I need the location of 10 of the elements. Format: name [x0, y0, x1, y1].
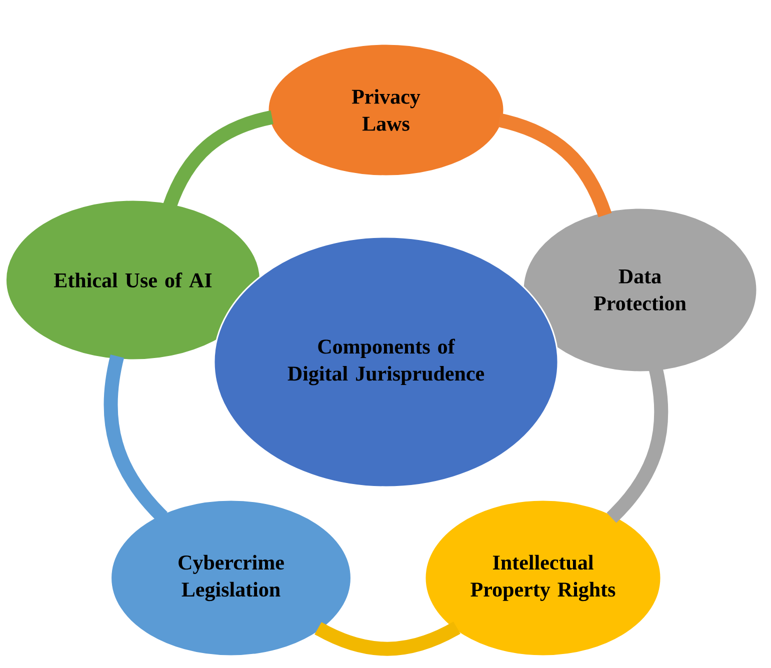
- ellipse-node: Data Protection: [522, 207, 758, 373]
- ellipse-node: Components of Digital Jurisprudence: [213, 236, 559, 488]
- ellipse-node: Ethical Use of AI: [4, 199, 262, 361]
- ellipse-node: Privacy Laws: [267, 43, 505, 177]
- ring-segment: [314, 622, 460, 656]
- ring-segment: [104, 354, 168, 522]
- ellipse-node: Intellectual Property Rights: [424, 499, 662, 657]
- ellipse-node: Cybercrime Legislation: [110, 499, 352, 657]
- ring-segment: [498, 113, 612, 218]
- ring-segment: [606, 366, 668, 523]
